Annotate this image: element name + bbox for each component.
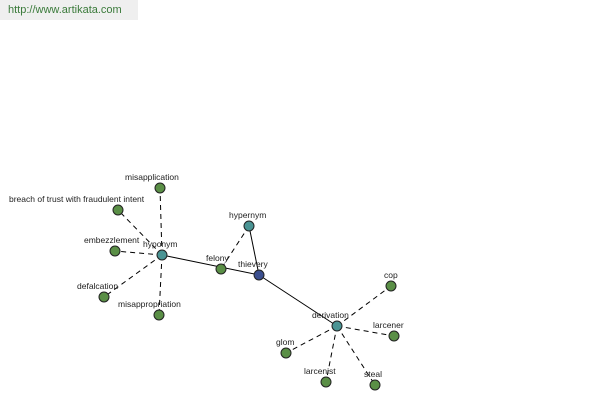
graph-labels: thievery hyponym hypernym derivation felony m… bbox=[9, 172, 404, 379]
edge-hyponym-breach bbox=[117, 209, 163, 256]
edge-derivation-steal bbox=[336, 325, 376, 386]
node-label-misappropriation[interactable]: misappropriation bbox=[118, 299, 181, 309]
node-label-steal[interactable]: steal bbox=[364, 369, 382, 379]
node-breach[interactable] bbox=[112, 204, 124, 216]
node-label-hypernym[interactable]: hypernym bbox=[229, 210, 266, 220]
node-label-embezzlement[interactable]: embezzlement bbox=[84, 235, 140, 245]
node-hyponym[interactable] bbox=[156, 249, 168, 261]
edge-thievery-hypernym bbox=[248, 225, 260, 276]
node-steal[interactable] bbox=[369, 379, 381, 391]
node-label-defalcation[interactable]: defalcation bbox=[77, 281, 118, 291]
node-thievery[interactable] bbox=[253, 269, 265, 281]
node-label-thievery[interactable]: thievery bbox=[238, 259, 269, 269]
node-glom[interactable] bbox=[280, 347, 292, 359]
node-hypernym[interactable] bbox=[243, 220, 255, 232]
node-label-hyponym[interactable]: hyponym bbox=[143, 239, 178, 249]
node-derivation[interactable] bbox=[331, 320, 343, 332]
node-label-misapplication[interactable]: misapplication bbox=[125, 172, 179, 182]
node-label-breach[interactable]: breach of trust with fraudulent intent bbox=[9, 194, 145, 204]
node-label-larcenist[interactable]: larcenist bbox=[304, 366, 336, 376]
node-larcener[interactable] bbox=[388, 330, 400, 342]
node-label-felony[interactable]: felony bbox=[206, 253, 229, 263]
edge-hyponym-misappropriation bbox=[158, 254, 163, 316]
node-felony[interactable] bbox=[215, 263, 227, 275]
edge-thievery-hyponym bbox=[161, 254, 260, 276]
node-embezzlement[interactable] bbox=[109, 245, 121, 257]
node-misappropriation[interactable] bbox=[153, 309, 165, 321]
edge-hyponym-defalcation bbox=[103, 254, 163, 298]
node-misapplication[interactable] bbox=[154, 182, 166, 194]
edge-derivation-cop bbox=[336, 285, 392, 327]
edge-derivation-glom bbox=[285, 325, 338, 354]
node-cop[interactable] bbox=[385, 280, 397, 292]
edge-hyponym-misapplication bbox=[159, 187, 163, 256]
node-label-larcener[interactable]: larcener bbox=[373, 320, 404, 330]
edge-derivation-larcenist bbox=[325, 325, 338, 383]
edge-hyponym-embezzlement bbox=[114, 250, 163, 256]
node-label-derivation[interactable]: derivation bbox=[312, 310, 349, 320]
edge-derivation-larcener bbox=[336, 325, 395, 337]
graph-edges bbox=[103, 187, 395, 386]
edge-thievery-derivation bbox=[258, 274, 338, 327]
graph-nodes bbox=[98, 182, 400, 391]
node-label-glom[interactable]: glom bbox=[276, 337, 294, 347]
node-defalcation[interactable] bbox=[98, 291, 110, 303]
source-url[interactable]: http://www.artikata.com bbox=[0, 0, 138, 20]
node-larcenist[interactable] bbox=[320, 376, 332, 388]
node-label-cop[interactable]: cop bbox=[384, 270, 398, 280]
